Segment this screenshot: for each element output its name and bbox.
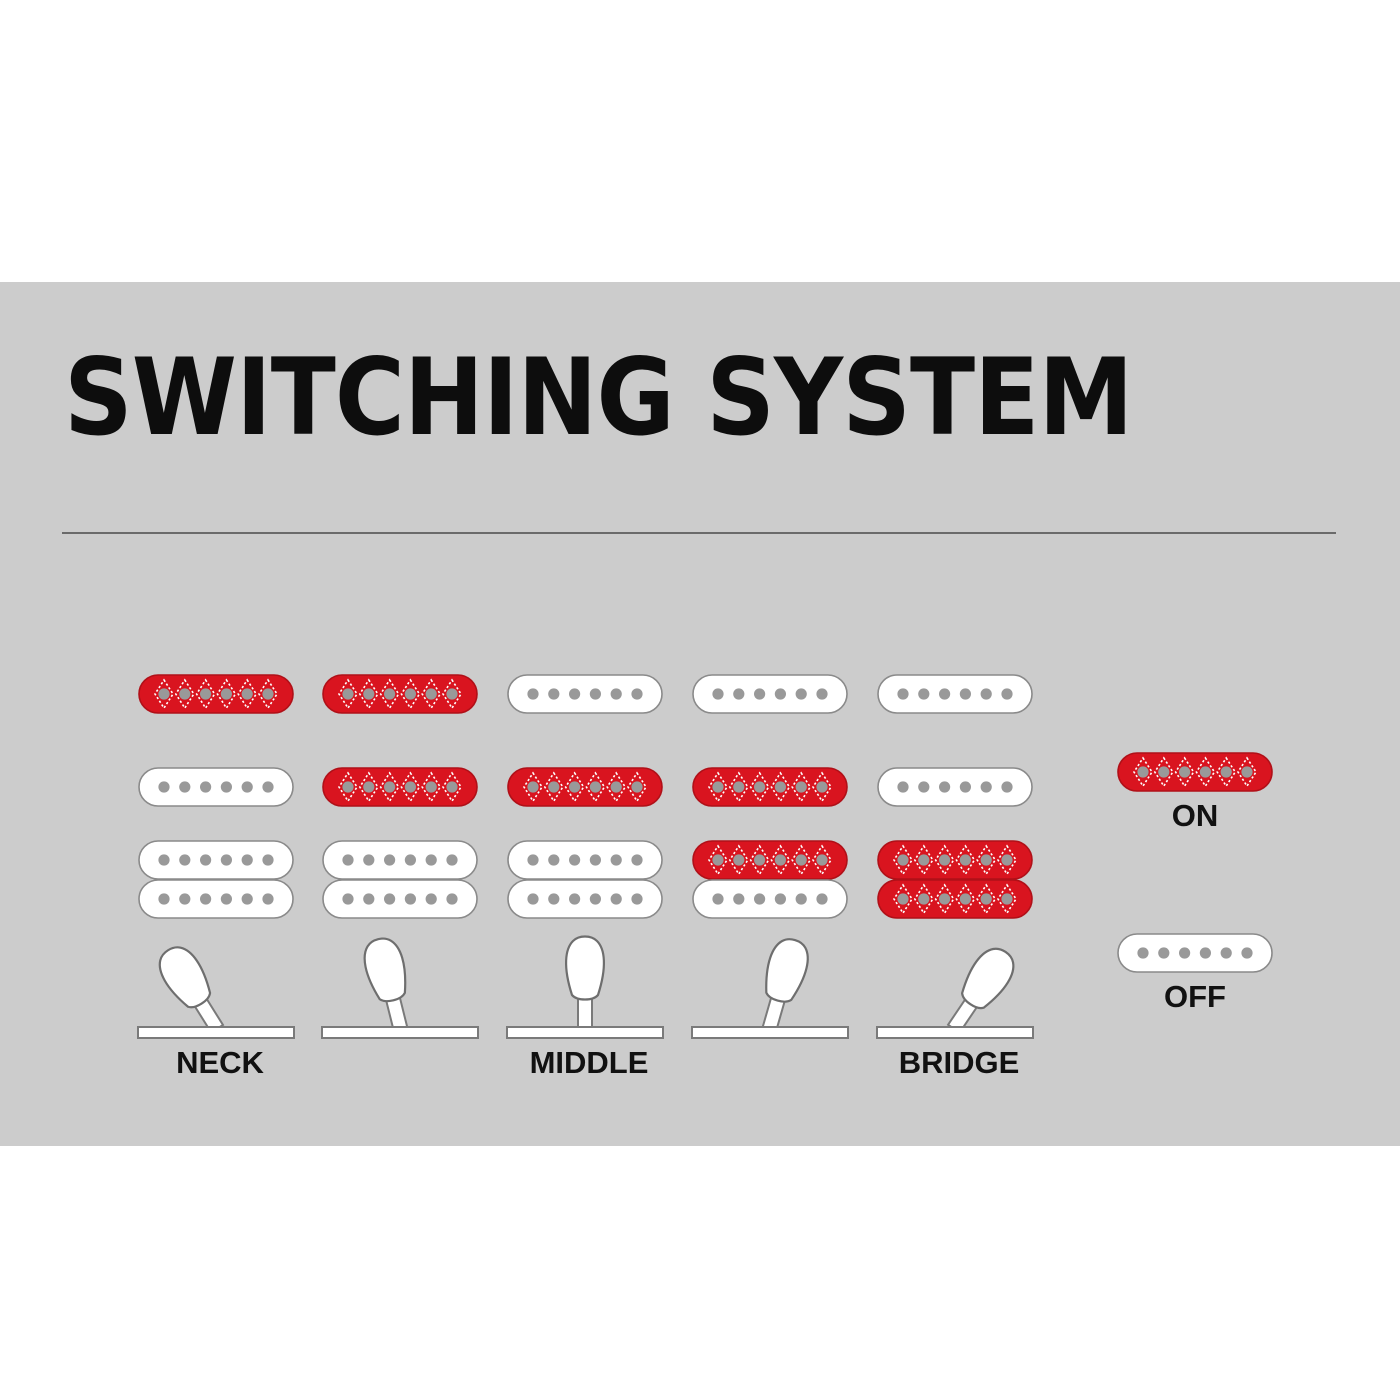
bridge-humbucker-coil-top: [692, 840, 848, 880]
neck-pickup: [507, 674, 663, 714]
position-label: NECK: [176, 1045, 264, 1080]
page-title: SWITCHING SYSTEM: [64, 336, 1133, 459]
position-label: MIDDLE: [530, 1045, 649, 1080]
neck-pickup: [322, 674, 478, 714]
legend-off-label: OFF: [1164, 979, 1226, 1014]
divider: [62, 532, 1336, 534]
neck-pickup: [138, 674, 294, 714]
middle-pickup: [692, 767, 848, 807]
neck-pickup: [877, 674, 1033, 714]
legend-on-pickup: [1117, 752, 1273, 792]
middle-pickup: [138, 767, 294, 807]
selector-lever: [506, 935, 664, 1039]
bridge-humbucker-coil-top: [138, 840, 294, 880]
middle-pickup: [507, 767, 663, 807]
bridge-humbucker-coil-bottom: [322, 879, 478, 919]
switch-position-4: [691, 674, 849, 1039]
bridge-humbucker-coil-top: [507, 840, 663, 880]
switch-position-2: [321, 674, 479, 1039]
switch-position-3: MIDDLE: [506, 674, 664, 1080]
legend-on-label: ON: [1172, 798, 1219, 833]
switch-position-5: BRIDGE: [876, 674, 1034, 1080]
legend-off: OFF: [1117, 933, 1273, 1014]
middle-pickup: [322, 767, 478, 807]
switch-position-1: NECK: [137, 674, 295, 1080]
bridge-humbucker-coil-bottom: [877, 879, 1033, 919]
switching-panel: [0, 282, 1400, 1146]
legend-on: ON: [1117, 752, 1273, 833]
selector-lever: [691, 938, 849, 1039]
bridge-humbucker-coil-bottom: [138, 879, 294, 919]
position-label: BRIDGE: [899, 1045, 1020, 1080]
middle-pickup: [877, 767, 1033, 807]
bridge-humbucker-coil-top: [877, 840, 1033, 880]
neck-pickup: [692, 674, 848, 714]
selector-lever: [876, 947, 1034, 1039]
bridge-humbucker-coil-bottom: [507, 879, 663, 919]
bridge-humbucker-coil-top: [322, 840, 478, 880]
selector-lever: [137, 946, 295, 1039]
bridge-humbucker-coil-bottom: [692, 879, 848, 919]
legend-off-pickup: [1117, 933, 1273, 973]
selector-lever: [321, 937, 479, 1039]
